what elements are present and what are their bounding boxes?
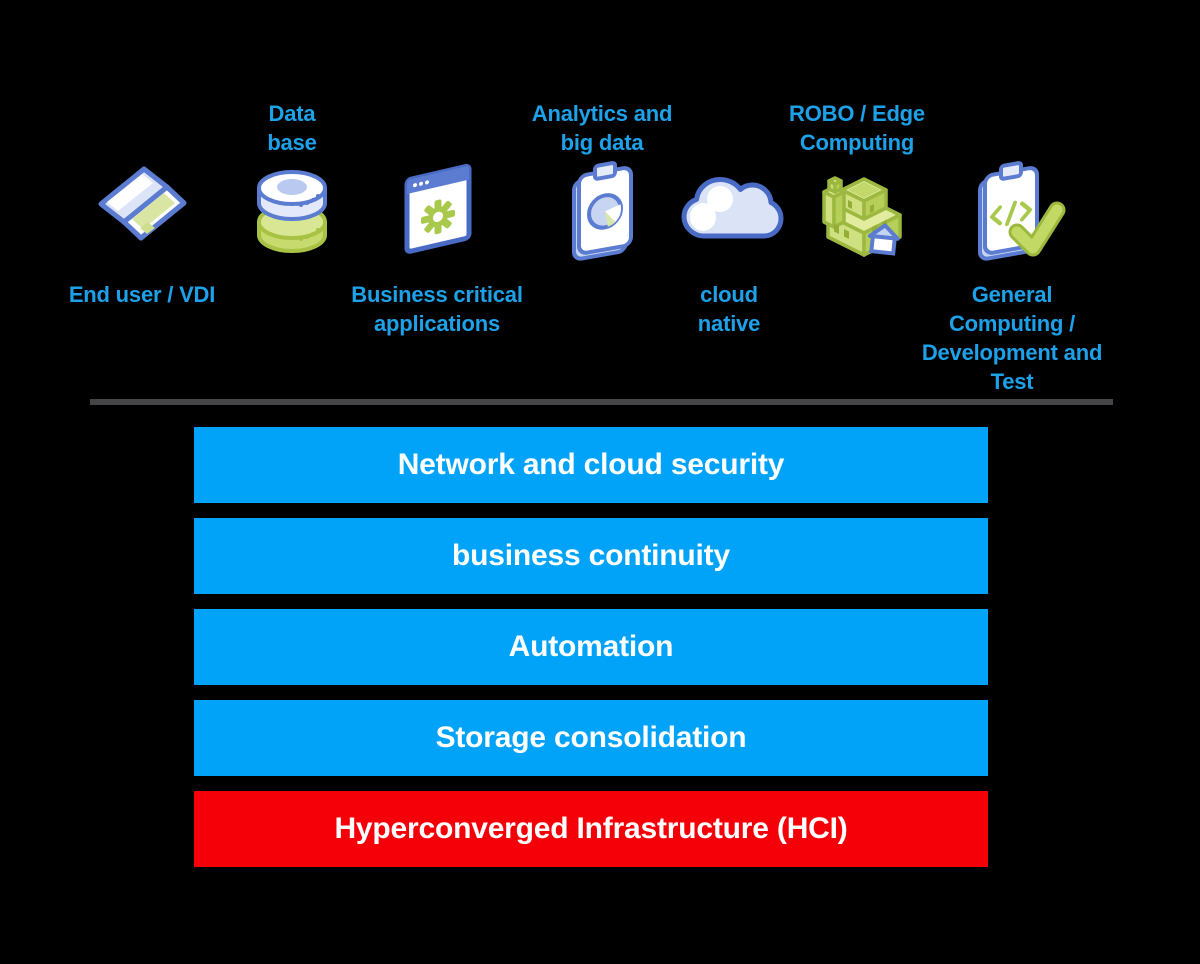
stack-bar-label: business continuity (452, 539, 730, 572)
stack-bar-label: Storage consolidation (435, 721, 747, 754)
icon-box (87, 158, 197, 268)
label-database: Data base (267, 101, 317, 155)
stack-bar-hci: Hyperconverged Infrastructure (HCI) (194, 791, 988, 867)
icon-box (674, 158, 784, 268)
stack-bar-label: Hyperconverged Infrastructure (HCI) (334, 812, 848, 845)
label-business-critical: Business critical applications (351, 282, 523, 336)
stack-bar-network-cloud-security: Network and cloud security (194, 427, 988, 503)
laptop-icon (98, 166, 187, 241)
icon-box (547, 158, 657, 268)
cloud-icon (681, 177, 784, 239)
label-analytics: Analytics and big data (531, 101, 673, 155)
divider-line (90, 399, 1113, 405)
label-end-user-vdi: End user / VDI (68, 282, 216, 307)
stack-bar-storage-consolidation: Storage consolidation (194, 700, 988, 776)
analytics-clipboard-icon (572, 161, 633, 261)
icon-box (802, 158, 912, 268)
browser-gear-icon (404, 163, 472, 254)
database-icon (257, 170, 327, 253)
dev-test-clipboard-icon (978, 161, 1066, 261)
icon-box (382, 158, 492, 268)
stack-bar-business-continuity: business continuity (194, 518, 988, 594)
edge-building-icon (822, 176, 902, 257)
label-robo-edge: ROBO / Edge Computing (789, 101, 925, 155)
icon-box (237, 158, 347, 268)
stack-bar-automation: Automation (194, 609, 988, 685)
icon-box (957, 158, 1067, 268)
label-cloud-native: cloud native (697, 282, 761, 336)
stack-bar-label: Automation (508, 630, 674, 663)
label-general-computing: General Computing / Development and Test (921, 282, 1103, 394)
stack-bar-label: Network and cloud security (397, 448, 785, 481)
